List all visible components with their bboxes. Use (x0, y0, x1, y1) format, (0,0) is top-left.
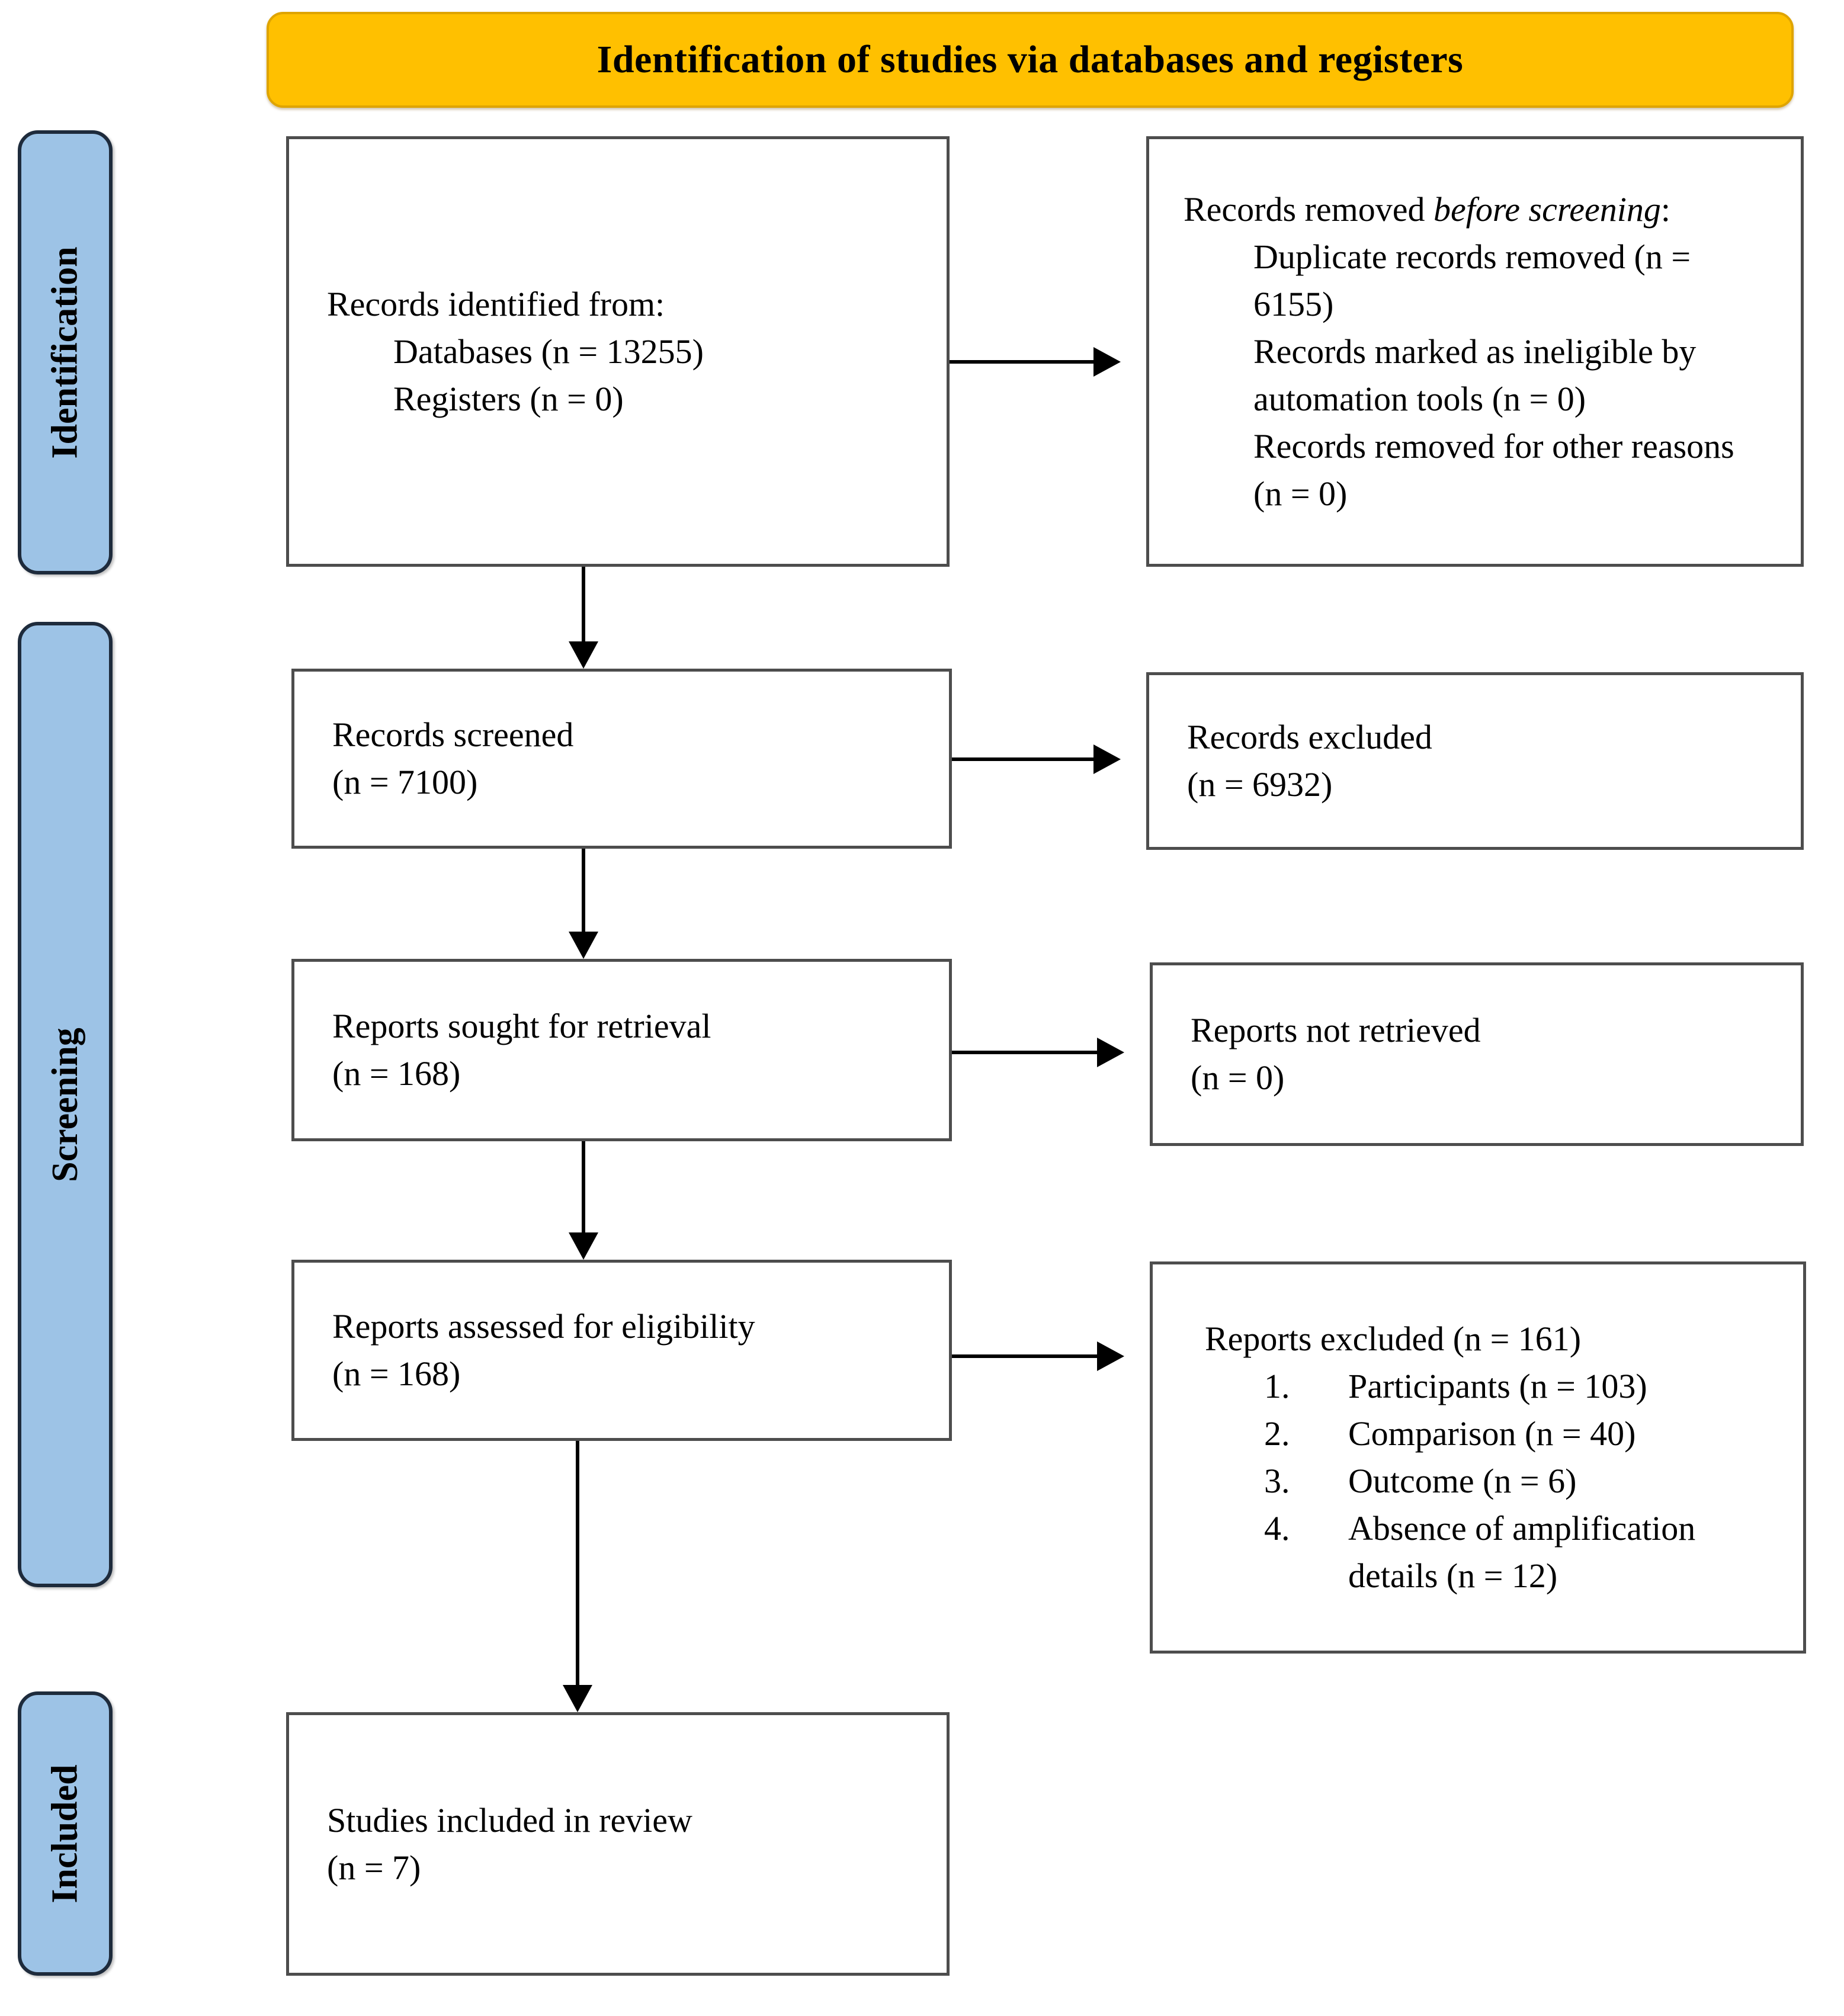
arrow-assessed-to-included-head (563, 1685, 592, 1712)
box-records-identified: Records identified from: Databases (n = … (286, 136, 950, 567)
list-item-number: 1. (1264, 1367, 1290, 1405)
stage-label-screening: Screening (18, 622, 113, 1587)
list-item-text: Absence of amplification details (n = 12… (1348, 1509, 1696, 1595)
records-removed-title-prefix: Records removed (1184, 190, 1433, 229)
reports-assessed-line2: (n = 168) (332, 1354, 461, 1393)
arrow-assessed-to-reports-excluded-head (1097, 1341, 1124, 1371)
arrow-screened-to-excluded-line (952, 757, 1093, 761)
records-removed-title: Records removed before screening: (1184, 186, 1783, 233)
reports-excluded-title: Reports excluded (n = 161) (1205, 1320, 1582, 1358)
records-excluded-line2: (n = 6932) (1187, 765, 1333, 804)
reports-not-retrieved-line1: Reports not retrieved (1191, 1011, 1481, 1049)
reports-not-retrieved-line2: (n = 0) (1191, 1058, 1285, 1097)
reports-sought-line1: Reports sought for retrieval (332, 1007, 711, 1045)
stage-label-included-text: Included (44, 1764, 85, 1903)
list-item: 2. Comparison (n = 40) (1264, 1410, 1785, 1458)
arrow-assessed-to-included-line (576, 1441, 579, 1686)
list-item-number: 4. (1264, 1509, 1290, 1548)
list-item-text: Participants (n = 103) (1348, 1367, 1647, 1405)
reports-sought-line2: (n = 168) (332, 1054, 461, 1093)
records-screened-line1: Records screened (332, 715, 574, 754)
reports-excluded-reason-list: 1. Participants (n = 103) 2. Comparison … (1205, 1363, 1785, 1600)
records-identified-databases: Databases (n = 13255) (393, 332, 704, 371)
list-item: 3. Outcome (n = 6) (1264, 1458, 1785, 1505)
records-removed-automation: Records marked as ineligible by automati… (1253, 332, 1697, 418)
records-excluded-line1: Records excluded (1187, 718, 1432, 756)
records-removed-title-italic: before screening (1433, 190, 1661, 229)
stage-label-identification: Identification (18, 130, 113, 574)
stage-label-screening-text: Screening (44, 1027, 85, 1182)
list-item-number: 3. (1264, 1462, 1290, 1500)
arrow-identified-to-removed-head (1093, 347, 1121, 377)
banner: Identification of studies via databases … (267, 12, 1794, 108)
arrow-sought-to-not-retrieved-line (952, 1051, 1097, 1054)
list-item: 1. Participants (n = 103) (1264, 1363, 1785, 1410)
arrow-identified-to-removed-line (950, 360, 1093, 364)
arrow-identified-to-screened-head (569, 641, 598, 669)
studies-included-line2: (n = 7) (327, 1848, 421, 1887)
arrow-sought-to-assessed-line (582, 1141, 585, 1234)
records-identified-registers: Registers (n = 0) (393, 379, 624, 418)
box-reports-not-retrieved: Reports not retrieved (n = 0) (1150, 962, 1804, 1146)
arrow-screened-to-sought-line (582, 849, 585, 933)
reports-assessed-line1: Reports assessed for eligibility (332, 1307, 755, 1346)
arrow-sought-to-assessed-head (569, 1232, 598, 1260)
box-reports-assessed: Reports assessed for eligibility (n = 16… (291, 1260, 952, 1441)
list-item-number: 2. (1264, 1414, 1290, 1453)
box-studies-included: Studies included in review (n = 7) (286, 1712, 950, 1976)
records-screened-line2: (n = 7100) (332, 763, 478, 801)
box-records-screened: Records screened (n = 7100) (291, 669, 952, 849)
box-reports-sought: Reports sought for retrieval (n = 168) (291, 959, 952, 1141)
arrow-screened-to-sought-head (569, 932, 598, 959)
arrow-assessed-to-reports-excluded-line (952, 1354, 1097, 1358)
banner-title: Identification of studies via databases … (597, 38, 1464, 81)
records-removed-other: Records removed for other reasons (n = 0… (1253, 426, 1734, 513)
list-item-text: Comparison (n = 40) (1348, 1414, 1636, 1453)
stage-label-included: Included (18, 1691, 113, 1976)
box-records-removed-before-screening: Records removed before screening: Duplic… (1146, 136, 1804, 567)
records-removed-duplicates: Duplicate records removed (n = 6155) (1253, 237, 1691, 323)
studies-included-line1: Studies included in review (327, 1800, 692, 1840)
arrow-identified-to-screened-line (582, 567, 585, 643)
box-records-excluded: Records excluded (n = 6932) (1146, 672, 1804, 850)
arrow-screened-to-excluded-head (1093, 744, 1121, 774)
box-reports-excluded: Reports excluded (n = 161) 1. Participan… (1150, 1261, 1806, 1654)
records-identified-title: Records identified from: (327, 284, 665, 323)
stage-label-identification-text: Identification (44, 246, 85, 459)
arrow-sought-to-not-retrieved-head (1097, 1038, 1124, 1067)
records-removed-title-suffix: : (1660, 190, 1670, 229)
list-item-text: Outcome (n = 6) (1348, 1462, 1577, 1500)
list-item: 4. Absence of amplification details (n =… (1264, 1505, 1785, 1600)
